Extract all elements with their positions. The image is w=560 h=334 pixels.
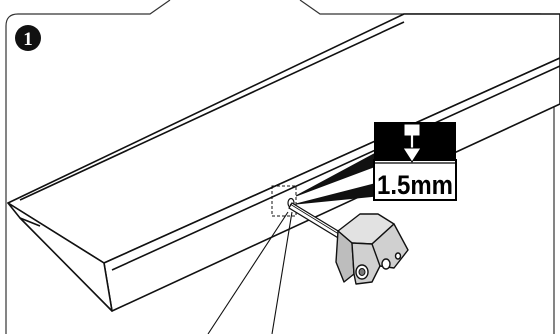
drill-depth-callout: 1.5mm <box>374 122 456 200</box>
step-badge: 1 <box>15 25 41 51</box>
soundbar <box>8 14 560 311</box>
step-number: 1 <box>23 29 33 50</box>
wall-mount-bracket-icon <box>336 214 408 284</box>
bracket-hole-small <box>396 253 401 259</box>
bracket-hole-main-inner <box>359 269 365 276</box>
bracket-hole-slot <box>382 259 390 269</box>
depth-label: 1.5mm <box>377 170 453 200</box>
